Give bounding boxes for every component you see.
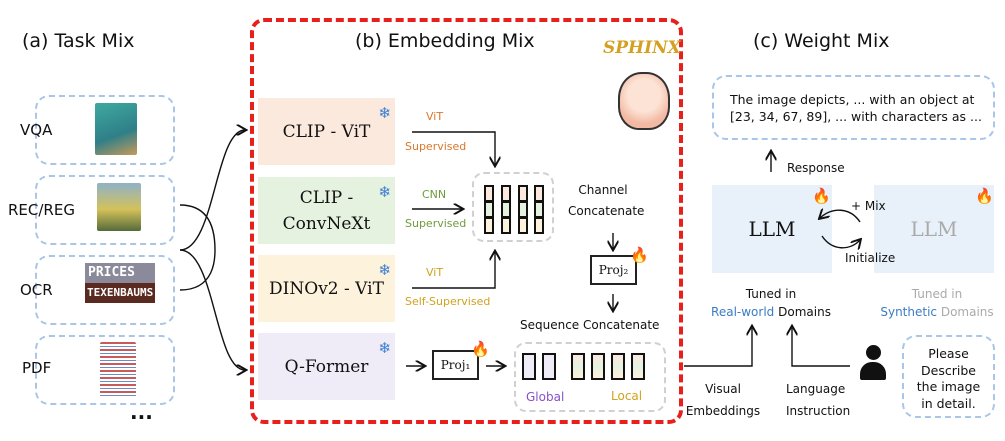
ocr-word: TEXENBAUMS (85, 283, 155, 303)
local-token (571, 353, 585, 380)
label-line: Instruction (786, 404, 851, 418)
embedding-mix-title: (b) Embedding Mix (355, 30, 535, 52)
more-tasks-ellipsis: ... (130, 400, 153, 424)
channel-feature-group (472, 172, 554, 242)
tuned-synthetic-label: Tuned in Synthetic Domains (872, 285, 1002, 321)
task-box-rec (35, 175, 175, 245)
arch-label: CNN (422, 188, 447, 201)
local-token (631, 353, 645, 380)
domain-highlight: Synthetic (880, 305, 937, 319)
sequence-concat-label: Sequence Concatenate (520, 318, 660, 332)
local-label: Local (611, 389, 643, 403)
encoder-name: DINOv2 - ViT (269, 278, 384, 299)
label-line: Language (786, 382, 846, 396)
encoder-name: CLIP - ViT (282, 121, 371, 142)
sequence-feature-group (514, 342, 666, 412)
label-line: Concatenate (568, 204, 645, 218)
arrow-visual (684, 327, 752, 367)
snowflake-icon: ❄ (378, 104, 391, 122)
arch-label: ViT (426, 266, 444, 279)
task-box-ocr (35, 255, 175, 325)
label-line: Domains (778, 305, 831, 319)
domain-highlight: Real-world (711, 305, 775, 319)
initialize-label: Initialize (845, 251, 896, 265)
ocr-image: PRICES TEXENBAUMS (85, 263, 155, 303)
local-token (591, 353, 605, 380)
task-mix-title: (a) Task Mix (22, 30, 135, 52)
weight-mix-title: (c) Weight Mix (753, 30, 890, 52)
proj2-layer: Proj₂ (590, 255, 637, 285)
task-box-vqa (35, 95, 175, 165)
arrow-clip-vit (412, 131, 495, 165)
fire-icon: 🔥 (975, 187, 994, 205)
sphinx-logo: SPHINX (603, 38, 681, 58)
task-label: OCR (20, 281, 53, 299)
channel-token (534, 217, 544, 234)
user-prompt-bubble: Please Describe the image in detail. (902, 335, 995, 418)
arrow-init (821, 235, 860, 248)
task-label: PDF (22, 359, 52, 377)
task-label: REC/REG (8, 201, 75, 219)
training-label: Self-Supervised (405, 295, 491, 308)
encoder-name: Q-Former (284, 356, 369, 377)
task-arrow (179, 249, 245, 370)
dog-swimming-image (95, 103, 137, 155)
proj1-layer: Proj₁ (432, 350, 479, 380)
snowflake-icon: ❄ (378, 261, 391, 279)
training-label: Supervised (405, 140, 467, 153)
arrow-mix (820, 210, 861, 223)
label-line: Domains (940, 305, 994, 319)
encoder-dinov2-vit: DINOv2 - ViT❄ (258, 255, 395, 322)
tuned-real-label: Tuned in Real-world Domains (706, 285, 836, 321)
mix-label: + Mix (851, 199, 886, 213)
snowflake-icon: ❄ (378, 183, 391, 201)
local-token (611, 353, 625, 380)
channel-token (501, 217, 511, 234)
response-label: Response (787, 161, 845, 175)
taxi-street-image (97, 183, 141, 231)
embedding-mix-frame (250, 18, 683, 424)
sphinx-mascot-icon (618, 72, 670, 130)
arrow-dinov2 (412, 252, 495, 289)
global-label: Global (526, 390, 565, 404)
arrow-language (792, 327, 850, 367)
label-line: Channel (578, 183, 628, 197)
llm-synthetic: LLM (874, 185, 994, 273)
llm-real-world: LLM (712, 185, 832, 273)
pdf-document-image (100, 342, 136, 398)
task-arrow (179, 130, 245, 251)
label-line: Tuned in (911, 287, 963, 301)
encoder-clip-convnext: CLIP - ConvNeXt ❄ (258, 177, 395, 244)
global-token (542, 353, 556, 380)
global-token (522, 353, 536, 380)
channel-token (518, 217, 528, 234)
label-line: Visual (705, 382, 741, 396)
response-bubble: The image depicts, ... with an object at… (712, 75, 995, 140)
encoder-q-former: Q-Former ❄ (258, 333, 395, 400)
training-label: Supervised (405, 217, 467, 230)
channel-token (484, 217, 494, 234)
task-label: VQA (20, 121, 53, 139)
ocr-word: PRICES (85, 263, 155, 283)
fire-icon: 🔥 (471, 340, 490, 358)
encoder-name: CLIP - ConvNeXt (282, 187, 371, 234)
fire-icon: 🔥 (812, 187, 831, 205)
fire-icon: 🔥 (630, 246, 649, 264)
task-merge-lines (179, 204, 216, 291)
snowflake-icon: ❄ (378, 339, 391, 357)
task-box-pdf (35, 335, 175, 405)
user-headset-icon (859, 345, 887, 381)
label-line: Embeddings (685, 404, 761, 418)
encoder-clip-vit: CLIP - ViT ❄ (258, 98, 395, 165)
arch-label: ViT (426, 110, 444, 123)
label-line: Tuned in (745, 287, 797, 301)
